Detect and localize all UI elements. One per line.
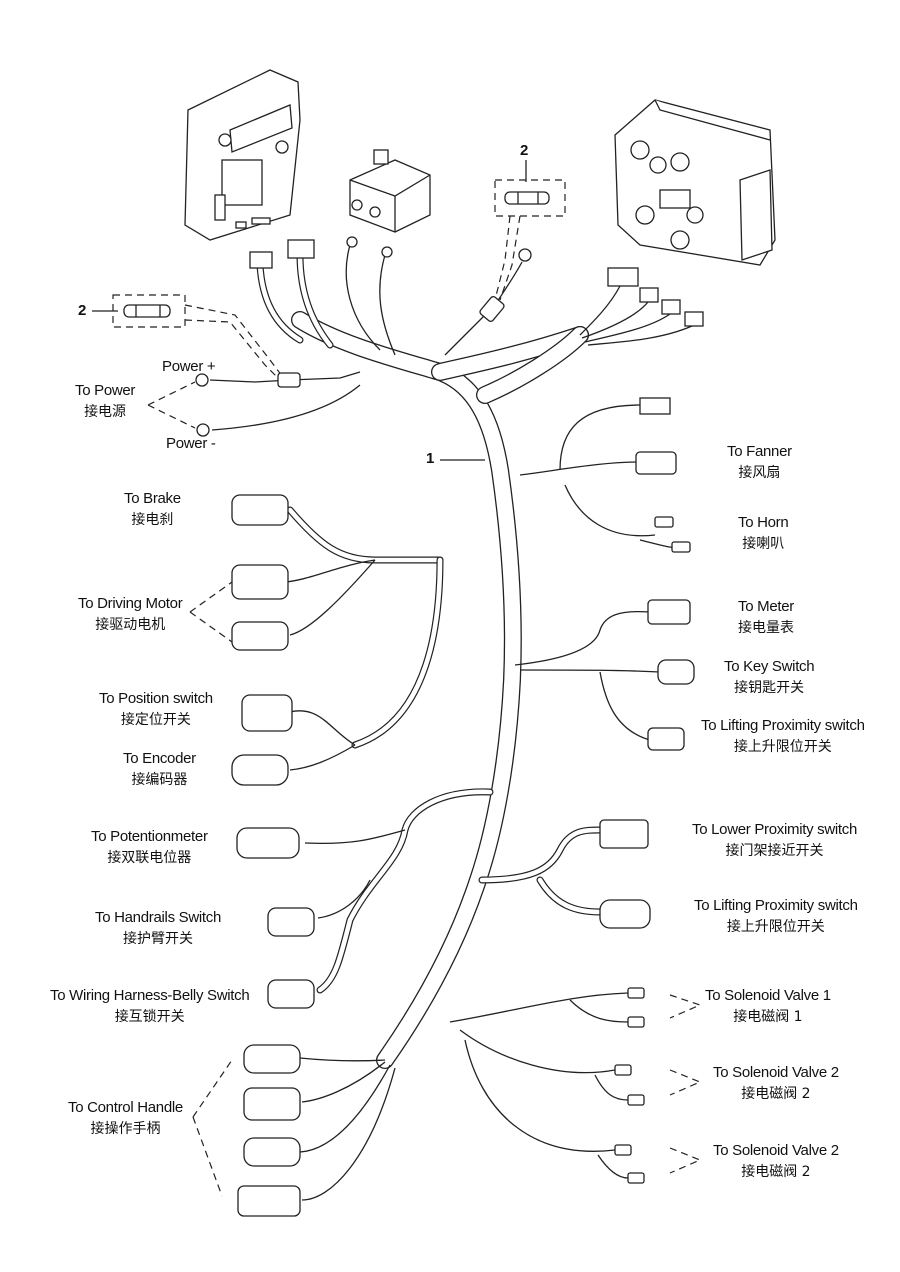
connector-belly bbox=[267, 979, 315, 1009]
left-lower-branches bbox=[236, 788, 494, 1009]
label-meter: To Meter 接电量表 bbox=[738, 598, 794, 636]
right-upper-branches bbox=[519, 397, 691, 553]
label-lower-proximity: To Lower Proximity switch 接门架接近开关 bbox=[692, 821, 858, 859]
label-power-minus: Power - bbox=[166, 435, 216, 452]
fuse-callout-top bbox=[444, 160, 566, 356]
power-wires bbox=[147, 371, 361, 437]
connector-handle-2 bbox=[243, 1087, 301, 1121]
contactor-icon bbox=[349, 149, 431, 233]
right-mid-branches bbox=[514, 599, 695, 751]
fuse-icon bbox=[504, 191, 550, 205]
fuse-callout-left bbox=[92, 294, 286, 381]
top-right-branches bbox=[579, 267, 704, 346]
connector-brake bbox=[231, 494, 289, 526]
label-brake: To Brake 接电刹 bbox=[124, 490, 181, 528]
fuse-icon bbox=[123, 304, 171, 318]
label-belly-switch: To Wiring Harness-Belly Switch 接互锁开关 bbox=[50, 987, 250, 1025]
connector-handle-1 bbox=[243, 1044, 301, 1074]
label-lifting-proximity-1: To Lifting Proximity switch 接上升限位开关 bbox=[701, 717, 865, 755]
connector-encoder bbox=[231, 754, 289, 786]
connector-handle-4 bbox=[237, 1185, 301, 1217]
connector-handrails bbox=[267, 907, 315, 937]
label-potentiometer: To Potentionmeter 接双联电位器 bbox=[91, 828, 208, 866]
label-key-switch: To Key Switch 接钥匙开关 bbox=[724, 658, 815, 696]
label-control-handle: To Control Handle 接操作手柄 bbox=[68, 1099, 183, 1137]
connector-motor-2 bbox=[231, 621, 289, 651]
label-encoder: To Encoder 接编码器 bbox=[123, 750, 196, 788]
label-lifting-proximity-2: To Lifting Proximity switch 接上升限位开关 bbox=[694, 897, 858, 935]
label-fanner: To Fanner 接风扇 bbox=[727, 443, 792, 481]
callout-fuse-top: 2 bbox=[520, 142, 529, 159]
label-solenoid-valve-1: To Solenoid Valve 1 接电磁阀 1 bbox=[705, 987, 831, 1025]
label-to-power: To Power 接电源 bbox=[75, 382, 136, 420]
callout-fuse-left: 2 bbox=[78, 302, 87, 319]
control-handle-branches bbox=[192, 1044, 396, 1217]
callout-harness: 1 bbox=[426, 450, 435, 467]
label-handrails-switch: To Handrails Switch 接护臂开关 bbox=[95, 909, 222, 947]
label-position-switch: To Position switch 接定位开关 bbox=[99, 690, 213, 728]
label-solenoid-valve-2b: To Solenoid Valve 2 接电磁阀 2 bbox=[713, 1142, 839, 1180]
connector-position bbox=[241, 694, 293, 732]
connector-potentiometer bbox=[236, 827, 300, 859]
label-horn: To Horn 接喇叭 bbox=[738, 514, 789, 552]
motor-controller-icon bbox=[614, 99, 776, 266]
connector-handle-3 bbox=[243, 1137, 301, 1167]
controller-left-icon bbox=[184, 69, 301, 241]
label-driving-motor: To Driving Motor 接驱动电机 bbox=[78, 595, 183, 633]
label-power-plus: Power + bbox=[162, 358, 216, 375]
main-harness-trunk bbox=[291, 311, 589, 1069]
right-lower-branches bbox=[478, 819, 651, 929]
left-upper-branches bbox=[189, 494, 444, 786]
connector-motor-1 bbox=[231, 564, 289, 600]
solenoid-branches bbox=[449, 987, 702, 1184]
label-solenoid-valve-2a: To Solenoid Valve 2 接电磁阀 2 bbox=[713, 1064, 839, 1102]
top-left-branches bbox=[249, 236, 396, 356]
